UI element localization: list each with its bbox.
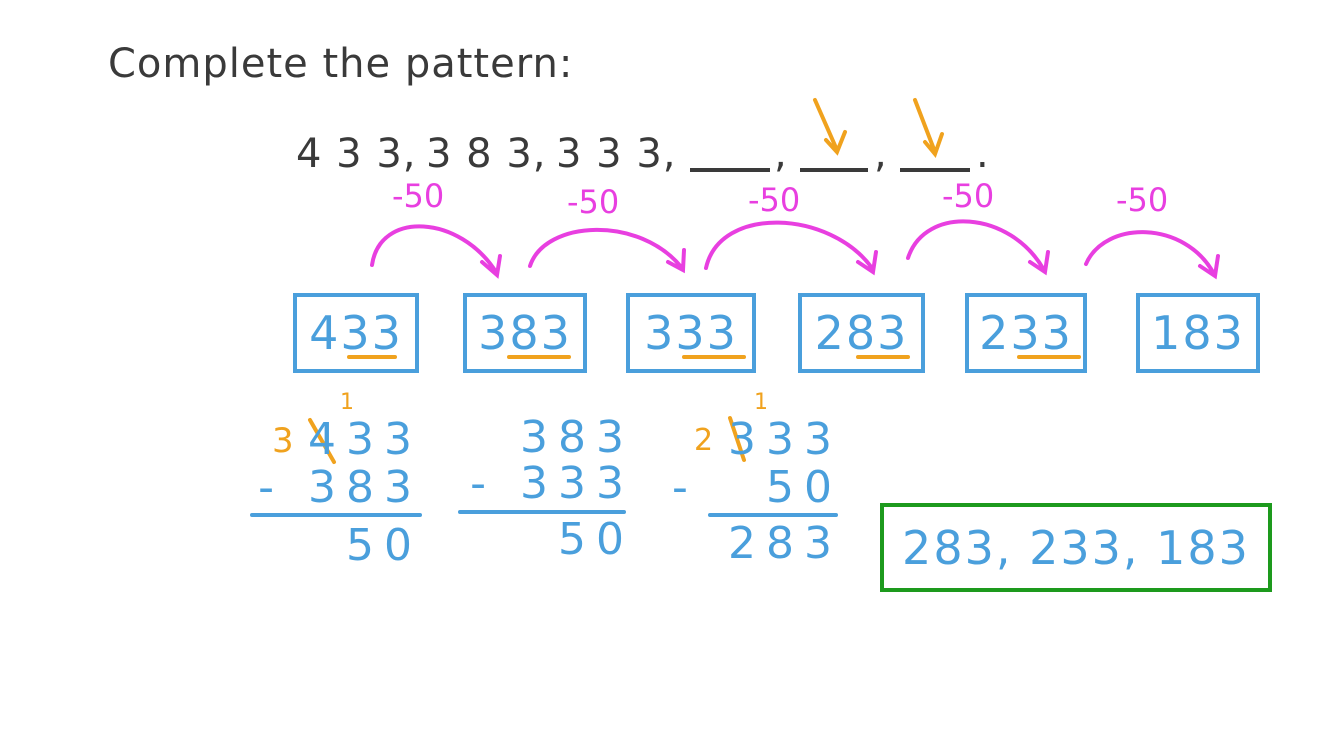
- minus-sign: -: [672, 462, 698, 513]
- difference: 50: [558, 514, 634, 565]
- curved-arrow-icon: [906, 219, 1050, 276]
- separator-3: .: [976, 131, 990, 177]
- difference: 50: [346, 520, 422, 571]
- answer-box: 283, 233, 183: [880, 503, 1272, 592]
- number-box-2: 383: [463, 293, 587, 373]
- borrow-one: 1: [754, 390, 768, 415]
- minuend: 433: [308, 414, 422, 465]
- number-box-6: 183: [1136, 293, 1260, 373]
- strike-icon: [728, 416, 746, 462]
- number-box-1: 433: [293, 293, 419, 373]
- blank-3: [900, 168, 970, 172]
- borrow-digit: 3: [272, 421, 294, 461]
- step-label-2: -50: [567, 183, 620, 221]
- curved-arrow-icon: [1084, 230, 1220, 280]
- minuend: 333: [728, 414, 842, 465]
- result-line: [250, 513, 422, 517]
- sequence-term-1: 4 3 3,: [296, 131, 417, 177]
- curved-arrow-icon: [370, 224, 502, 279]
- step-label-5: -50: [1116, 181, 1169, 219]
- subtrahend: 50: [766, 462, 842, 513]
- sequence-term-3: 3 3 3,: [556, 131, 677, 177]
- sequence-term-2: 3 8 3,: [426, 131, 547, 177]
- step-label-3: -50: [748, 181, 801, 219]
- number-box-4: 283: [798, 293, 925, 373]
- result-line: [708, 513, 838, 517]
- number-box-5: 233: [965, 293, 1087, 373]
- strike-icon: [308, 418, 336, 464]
- orange-arrow-icon: [813, 98, 847, 156]
- separator-1: ,: [774, 131, 788, 177]
- blank-2: [800, 168, 868, 172]
- difference: 283: [728, 518, 842, 569]
- subtrahend: - 333: [470, 458, 634, 509]
- question-title: Complete the pattern:: [108, 41, 574, 87]
- subtrahend: - 383: [258, 462, 422, 513]
- result-line: [458, 510, 626, 514]
- borrow-one: 1: [340, 390, 354, 415]
- number-box-3: 333: [626, 293, 756, 373]
- step-label-4: -50: [942, 177, 995, 215]
- curved-arrow-icon: [528, 227, 686, 274]
- blank-1: [690, 168, 770, 172]
- step-label-1: -50: [392, 177, 445, 215]
- minuend: 383: [520, 412, 634, 463]
- orange-arrow-icon: [913, 98, 944, 158]
- separator-2: ,: [874, 131, 888, 177]
- borrow-digit: 2: [694, 423, 714, 458]
- curved-arrow-icon: [704, 220, 878, 276]
